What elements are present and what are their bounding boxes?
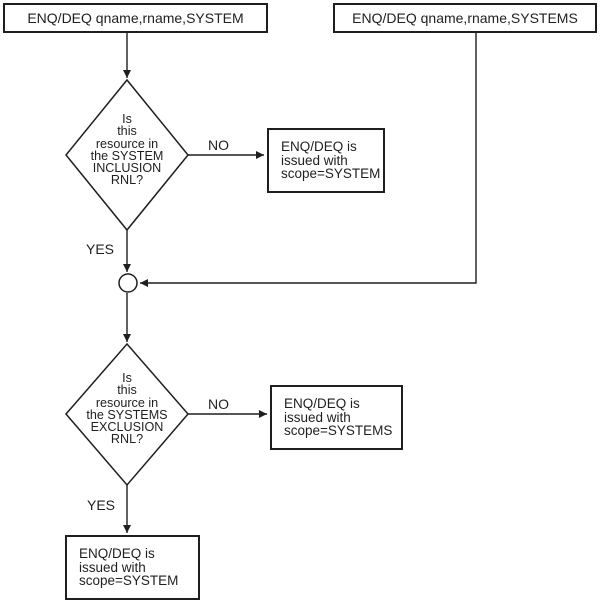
label-no-inclusion: NO <box>208 137 229 153</box>
junction-circle <box>118 273 138 293</box>
node-enqdeq-systems-label: ENQ/DEQ qname,rname,SYSTEMS <box>352 10 578 26</box>
node-enqdeq-systems: ENQ/DEQ qname,rname,SYSTEMS <box>333 3 597 33</box>
node-scope-system-no: ENQ/DEQ is issued with scope=SYSTEM <box>267 128 385 193</box>
node-scope-system-no-label: ENQ/DEQ is issued with scope=SYSTEM <box>281 139 381 182</box>
node-enqdeq-system: ENQ/DEQ qname,rname,SYSTEM <box>3 3 268 33</box>
label-yes-inclusion: YES <box>86 241 115 257</box>
decision-systems-exclusion-diamond <box>65 342 189 487</box>
node-scope-systems-no-label: ENQ/DEQ is issued with scope=SYSTEMS <box>284 396 393 439</box>
node-scope-system-final-label: ENQ/DEQ is issued with scope=SYSTEM <box>79 546 179 589</box>
decision-system-inclusion-label: Is this resource in the SYSTEM INCLUSION… <box>90 112 164 188</box>
label-no-exclusion: NO <box>208 396 229 412</box>
decision-systems-exclusion-label: Is this resource in the SYSTEMS EXCLUSIO… <box>86 371 168 447</box>
node-scope-system-final: ENQ/DEQ is issued with scope=SYSTEM <box>65 535 200 600</box>
edge-systems-to-junction <box>140 33 477 287</box>
label-yes-exclusion: YES <box>87 497 116 513</box>
node-scope-systems-no: ENQ/DEQ is issued with scope=SYSTEMS <box>270 385 403 450</box>
node-enqdeq-system-label: ENQ/DEQ qname,rname,SYSTEM <box>27 10 244 26</box>
decision-system-inclusion-diamond <box>65 78 189 232</box>
